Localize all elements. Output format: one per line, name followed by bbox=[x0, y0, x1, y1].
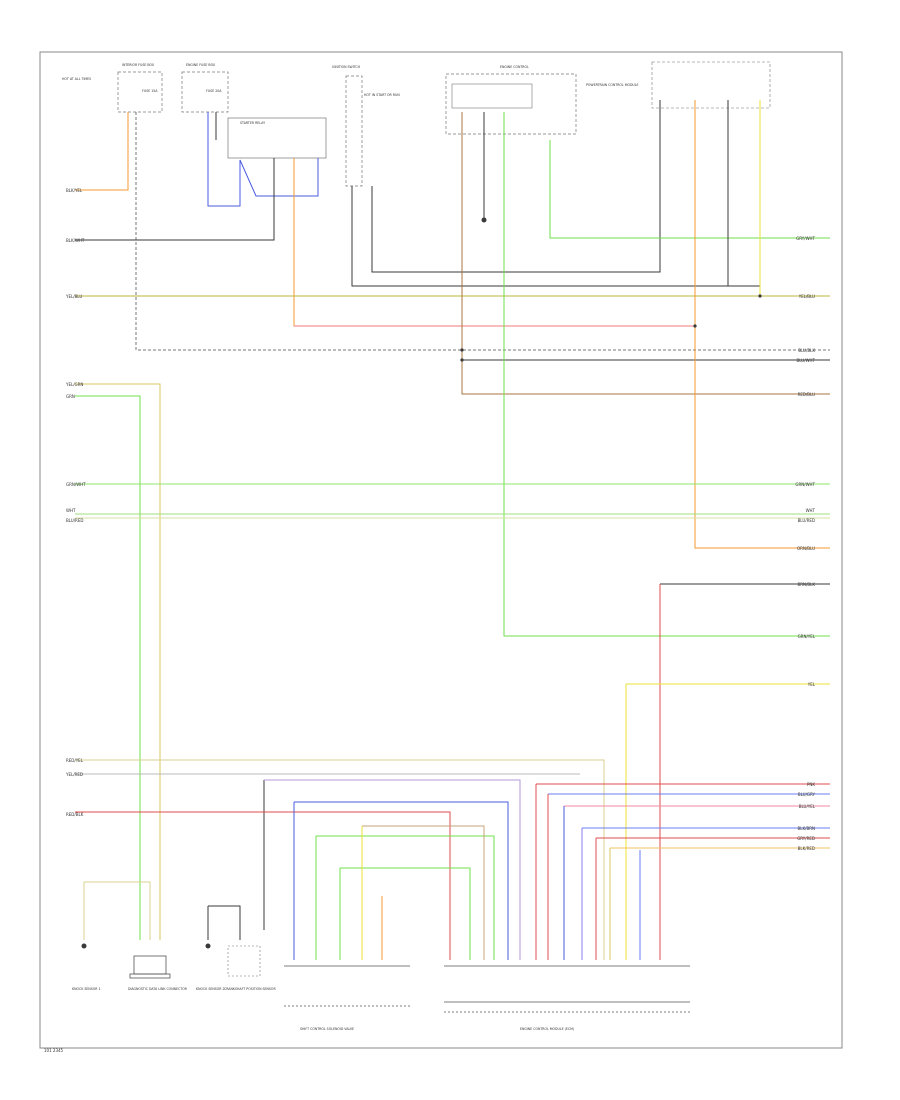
wire-label-right-16: GRY/RED bbox=[797, 836, 815, 841]
wire-labels-left: BLK/YEL BLK/WHT YEL/BLU YEL/GRN GRN GRN/… bbox=[65, 188, 86, 817]
bottom-components: KNOCK SENSOR 1 DIAGNOSTIC DATA LINK CONN… bbox=[72, 943, 690, 1031]
knock-sensor-2-icon bbox=[205, 943, 211, 949]
ecm-top-title: ENGINE CONTROL bbox=[500, 65, 529, 69]
wire-label-left-5: GRN/WHT bbox=[66, 482, 86, 487]
wire-label-right-10: GRN/YEL bbox=[798, 634, 816, 639]
knock-sensor-1-icon bbox=[81, 943, 87, 949]
wire-label-right-9: BRN/BLK bbox=[798, 582, 816, 587]
ignition-switch-label: IGNITION SWITCH bbox=[332, 65, 361, 69]
relay-block: STARTER RELAY bbox=[227, 117, 327, 159]
wire-label-left-7: BLU/RED bbox=[66, 518, 83, 523]
diagram-frame bbox=[39, 51, 843, 1049]
laptop-icon bbox=[133, 955, 167, 975]
ecm-bottom-label: ENGINE CONTROL MODULE (ECM) bbox=[520, 1027, 574, 1031]
ignition-switch: IGNITION SWITCH HOT IN START OR RUN bbox=[332, 65, 400, 187]
top-right-connector bbox=[651, 61, 771, 109]
shift-solenoid-label: SHIFT CONTROL SOLENOID VALVE bbox=[300, 1027, 354, 1031]
wire-label-right-13: BLU/GRY bbox=[798, 792, 816, 797]
wire-label-right-4: RED/BLU bbox=[798, 392, 816, 397]
wire-label-left-1: BLK/WHT bbox=[66, 238, 85, 243]
wire-label-right-12: PNK bbox=[807, 782, 815, 787]
wire-label-right-2: BLU/BLK bbox=[798, 348, 815, 353]
fuse-left-note: HOT AT ALL TIMES bbox=[62, 77, 91, 81]
wire-label-left-2: YEL/BLU bbox=[65, 294, 82, 299]
wire-label-left-6: WHT bbox=[66, 508, 76, 513]
wire-label-right-1: YEL/BLU bbox=[798, 294, 815, 299]
wire-label-right-7: BLU/RED bbox=[798, 518, 815, 523]
wires-bottom bbox=[75, 759, 830, 960]
fuse-box-left-title: INTERIOR FUSE BOX bbox=[122, 63, 155, 67]
wire-label-left-10: RED/BLK bbox=[66, 812, 84, 817]
knock-sensor-1-label: KNOCK SENSOR 1 bbox=[72, 987, 101, 991]
wires-mid bbox=[75, 383, 830, 960]
fuse-mid-name: FUSE 20A bbox=[206, 89, 222, 93]
crankshaft-sensor-label: CRANKSHAFT POSITION SENSOR bbox=[224, 987, 276, 991]
wire-label-left-8: RED/YEL bbox=[66, 758, 84, 763]
junction-dots bbox=[460, 217, 762, 362]
wire-label-left-4: GRN bbox=[66, 394, 75, 399]
wire-label-right-17: BLK/RED bbox=[798, 846, 815, 851]
knock-sensor-2-label: KNOCK SENSOR 2 bbox=[196, 987, 225, 991]
wire-label-right-8: ORN/BLU bbox=[797, 546, 815, 551]
wire-label-right-6: WHT bbox=[806, 508, 816, 513]
diagnostic-connector-label: DIAGNOSTIC DATA LINK CONNECTOR bbox=[128, 987, 188, 991]
wire-label-right-15: BLK/BRN bbox=[798, 826, 815, 831]
wire-label-right-0: GRY/WHT bbox=[796, 236, 815, 241]
wire-label-left-0: BLK/YEL bbox=[66, 188, 83, 193]
wire-label-right-3: BLU/WHT bbox=[797, 358, 816, 363]
wire-label-right-5: GRN/WHT bbox=[795, 482, 815, 487]
wires-top bbox=[75, 100, 830, 637]
ecm-top: ENGINE CONTROL POWERTRAIN CONTROL MODULE bbox=[445, 65, 639, 135]
fuse-box-mid: ENGINE FUSE BOX FUSE 20A bbox=[181, 63, 229, 113]
wire-labels-right: GRY/WHT YEL/BLU BLU/BLK BLU/WHT RED/BLU … bbox=[795, 236, 815, 851]
wire-label-left-9: YEL/RED bbox=[65, 772, 83, 777]
fuse-box-mid-title: ENGINE FUSE BOX bbox=[186, 63, 216, 67]
relay-title: STARTER RELAY bbox=[240, 121, 265, 125]
wire-label-right-14: BLU/YEL bbox=[799, 804, 816, 809]
fuse-left-name: FUSE 15A bbox=[142, 89, 158, 93]
relay-note: HOT IN START OR RUN bbox=[364, 93, 400, 97]
wire-label-left-3: YEL/GRN bbox=[65, 382, 83, 387]
fuse-box-left: INTERIOR FUSE BOX HOT AT ALL TIMES FUSE … bbox=[62, 63, 163, 113]
wire-label-right-11: YEL bbox=[807, 682, 816, 687]
ecm-top-note: POWERTRAIN CONTROL MODULE bbox=[586, 83, 639, 87]
footer-code: 101 2345 bbox=[44, 1048, 64, 1053]
